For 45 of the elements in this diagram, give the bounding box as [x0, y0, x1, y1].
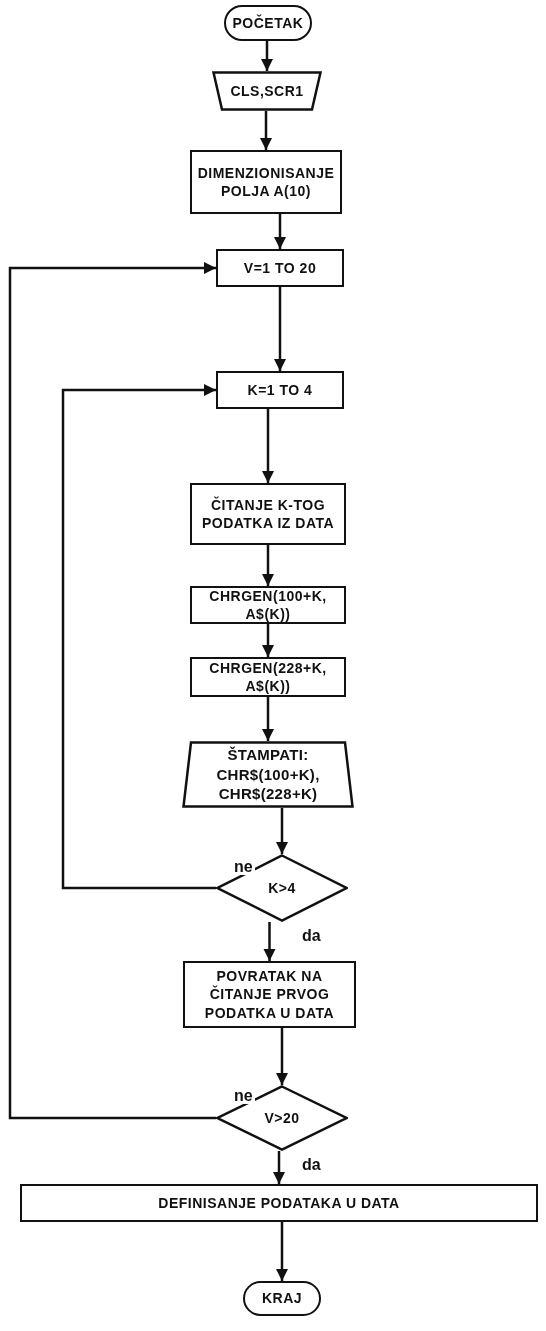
- node-text: POČETAK: [232, 13, 304, 33]
- arrow: [261, 624, 275, 657]
- arrow: [272, 1151, 286, 1184]
- arrow: [260, 41, 274, 71]
- node-text: ČITANJE K-TOG PODATKA IZ DATA: [200, 495, 336, 533]
- node-text: K=1 TO 4: [247, 380, 313, 400]
- process-box: [20, 1184, 538, 1222]
- arrow: [8, 261, 216, 1120]
- process-box: [216, 371, 344, 409]
- arrow: [261, 697, 275, 741]
- arrow: [273, 287, 287, 371]
- arrow: [275, 808, 289, 854]
- arrow: [275, 1222, 289, 1281]
- decision-diamond: [216, 1085, 348, 1151]
- arrow: [261, 545, 275, 586]
- process-box: [190, 586, 346, 624]
- node-text: CLS,SCR1: [230, 81, 304, 101]
- process-box: [190, 483, 346, 545]
- node-text: K>4: [268, 878, 296, 898]
- decision-diamond: [216, 854, 348, 922]
- arrow: [263, 922, 276, 961]
- terminal-pill: [224, 5, 312, 41]
- output-trapezoid: [182, 741, 354, 808]
- arrow: [275, 1028, 289, 1085]
- arrow: [259, 111, 273, 150]
- node-text: POVRATAK NA ČITANJE PRVOG PODATKA U DATA: [203, 967, 336, 1022]
- arrow: [261, 409, 275, 483]
- process-box: [190, 150, 342, 214]
- input-trapezoid: [212, 71, 322, 111]
- node-text: KRAJ: [261, 1289, 303, 1308]
- edge-label: da: [300, 1157, 323, 1173]
- node-text: DIMENZIONISANJE POLJA A(10): [197, 163, 335, 201]
- node-text: CHRGEN(100+K, A$(K)): [208, 586, 328, 624]
- node-text: CHRGEN(228+K, A$(K)): [208, 658, 328, 696]
- node-text: ŠTAMPATI: CHR$(100+K), CHR$(228+K): [215, 745, 321, 804]
- process-box: [183, 961, 356, 1028]
- node-text: DEFINISANJE PODATAKA U DATA: [158, 1193, 400, 1213]
- arrow: [61, 383, 216, 890]
- arrow: [273, 214, 287, 249]
- node-text: V>20: [264, 1108, 300, 1128]
- node-text: V=1 TO 20: [243, 258, 317, 278]
- process-box: [216, 249, 344, 287]
- process-box: [190, 657, 346, 697]
- terminal-pill: [243, 1281, 321, 1316]
- edge-label: da: [300, 928, 323, 944]
